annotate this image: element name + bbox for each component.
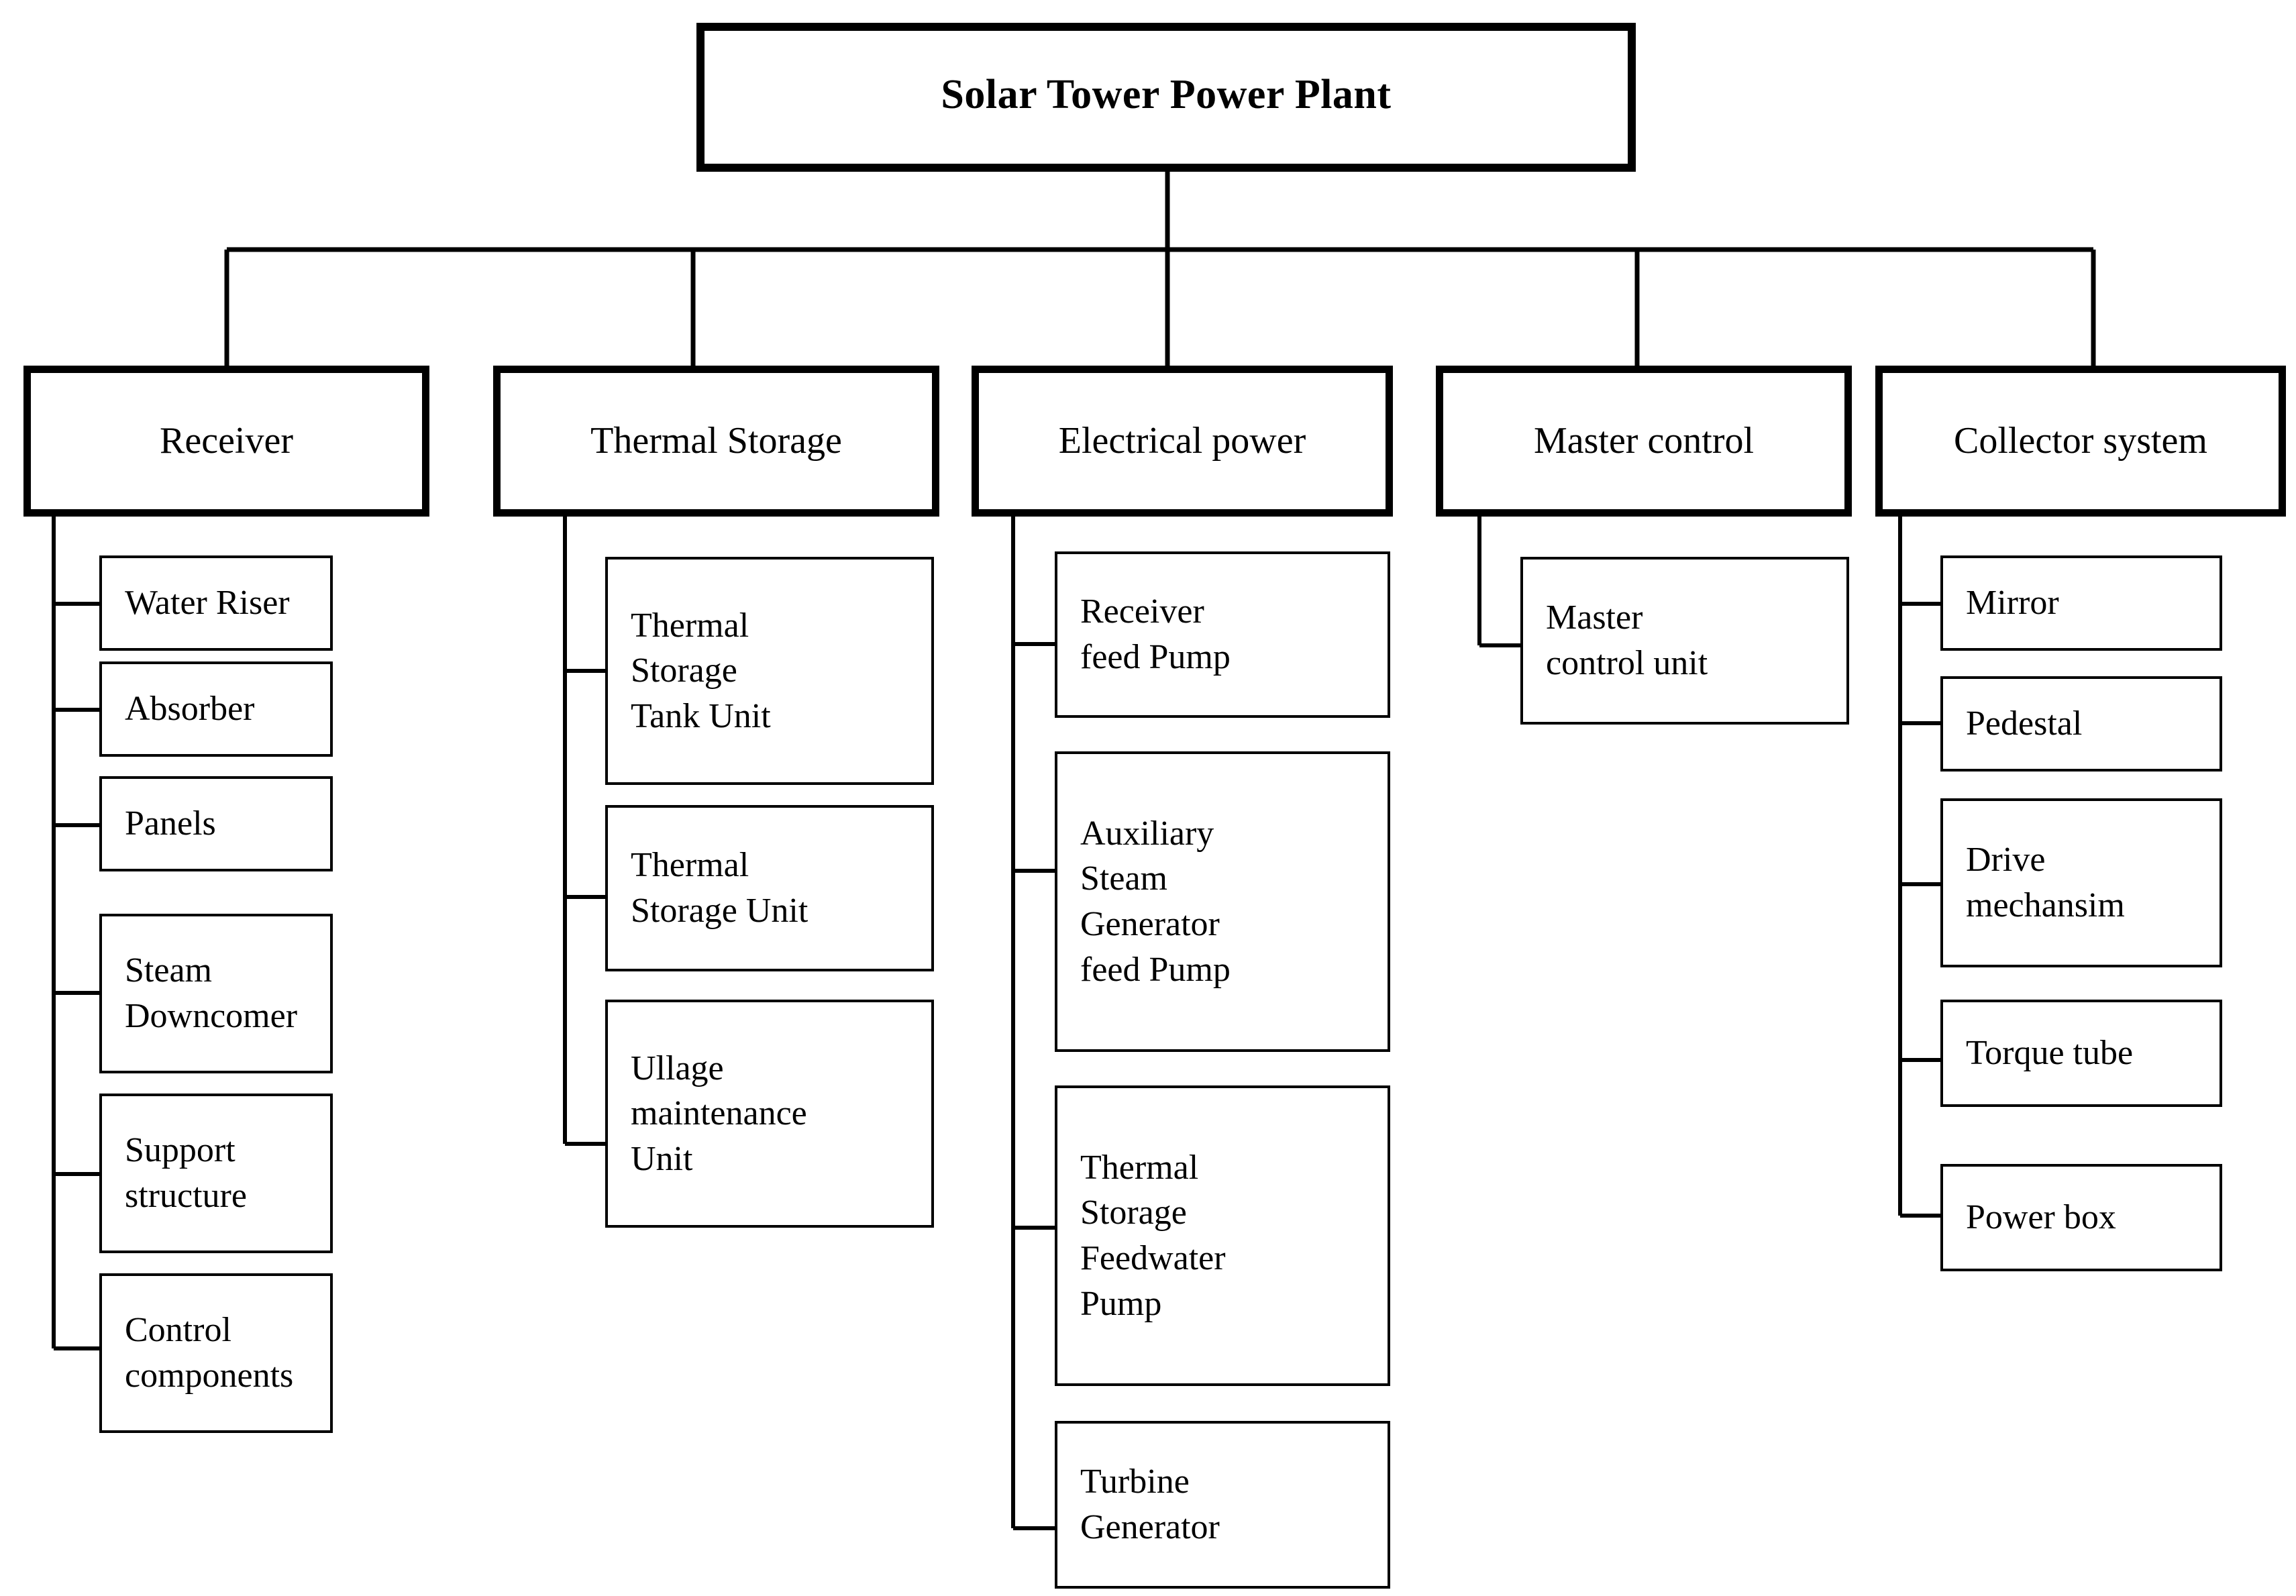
node-label: Pedestal [1966, 704, 2083, 743]
node-label: Thermal Storage Feedwater Pump [1080, 1148, 1226, 1323]
node-label: Receiver feed Pump [1080, 592, 1231, 676]
node-thermal-storage[interactable]: Thermal Storage [493, 366, 939, 517]
node-label: Steam Downcomer [125, 951, 298, 1035]
node-master-control-unit[interactable]: Master control unit [1520, 557, 1849, 725]
node-receiver-feed-pump[interactable]: Receiver feed Pump [1055, 551, 1390, 718]
node-electrical-power[interactable]: Electrical power [972, 366, 1393, 517]
node-master-control[interactable]: Master control [1436, 366, 1852, 517]
node-water-riser[interactable]: Water Riser [99, 555, 333, 651]
node-solar-tower-power-plant[interactable]: Solar Tower Power Plant [696, 23, 1636, 172]
node-label: Thermal Storage [590, 420, 842, 462]
node-label: Receiver [160, 420, 293, 462]
node-thermal-storage-tank-unit[interactable]: Thermal Storage Tank Unit [605, 557, 934, 785]
node-label: Absorber [125, 690, 255, 729]
node-label: Mirror [1966, 584, 2059, 623]
node-label: Torque tube [1966, 1034, 2134, 1073]
node-torque-tube[interactable]: Torque tube [1940, 1000, 2222, 1107]
node-auxiliary-steam-generator-feed-pump[interactable]: Auxiliary Steam Generator feed Pump [1055, 751, 1390, 1052]
node-steam-downcomer[interactable]: Steam Downcomer [99, 914, 333, 1073]
node-receiver[interactable]: Receiver [23, 366, 429, 517]
node-drive-mechansim[interactable]: Drive mechansim [1940, 798, 2222, 967]
node-label: Panels [125, 804, 216, 843]
node-thermal-storage-unit[interactable]: Thermal Storage Unit [605, 805, 934, 971]
node-collector-system[interactable]: Collector system [1875, 366, 2286, 517]
node-absorber[interactable]: Absorber [99, 661, 333, 757]
node-label: Electrical power [1058, 420, 1306, 462]
node-thermal-storage-feedwater-pump[interactable]: Thermal Storage Feedwater Pump [1055, 1085, 1390, 1386]
node-turbine-generator[interactable]: Turbine Generator [1055, 1421, 1390, 1589]
node-mirror[interactable]: Mirror [1940, 555, 2222, 651]
node-ullage-maintenance-unit[interactable]: Ullage maintenance Unit [605, 1000, 934, 1228]
node-label: Drive mechansim [1966, 841, 2125, 924]
node-label: Control components [125, 1311, 294, 1395]
node-label: Collector system [1954, 420, 2207, 462]
node-label: Ullage maintenance Unit [631, 1049, 807, 1178]
node-power-box[interactable]: Power box [1940, 1164, 2222, 1271]
node-label: Solar Tower Power Plant [941, 72, 1392, 118]
node-pedestal[interactable]: Pedestal [1940, 676, 2222, 772]
node-label: Master control unit [1546, 598, 1708, 682]
node-label: Water Riser [125, 584, 290, 623]
node-label: Master control [1533, 420, 1755, 462]
node-label: Thermal Storage Unit [631, 846, 808, 930]
node-label: Thermal Storage Tank Unit [631, 606, 771, 735]
node-label: Support structure [125, 1131, 247, 1215]
node-control-components[interactable]: Control components [99, 1273, 333, 1433]
node-label: Auxiliary Steam Generator feed Pump [1080, 814, 1231, 989]
node-label: Turbine Generator [1080, 1462, 1220, 1546]
node-label: Power box [1966, 1198, 2116, 1237]
node-panels[interactable]: Panels [99, 776, 333, 871]
node-support-structure[interactable]: Support structure [99, 1094, 333, 1253]
